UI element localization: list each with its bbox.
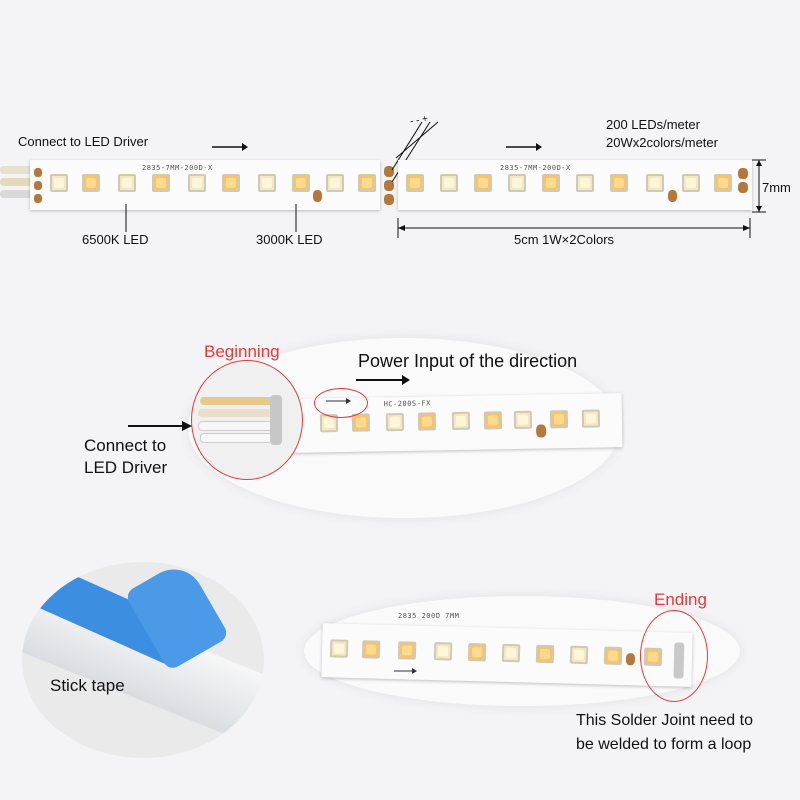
wire [200, 433, 276, 443]
led-3000k [358, 174, 376, 192]
solder-pad [625, 653, 636, 666]
led-6500k [581, 409, 601, 428]
led-3000k [222, 174, 240, 192]
solder-joint [270, 395, 282, 445]
led-6500k [682, 174, 700, 192]
led-3000k-label: 3000K LED [256, 232, 323, 247]
width-label: 7mm [762, 180, 791, 195]
beginning-zoom-circle [191, 360, 303, 480]
led-3000k [467, 642, 487, 662]
power-per-meter-label: 20Wx2colors/meter [606, 135, 718, 150]
led-3000k [361, 640, 381, 659]
led-6500k [385, 412, 405, 432]
led-3000k [603, 646, 623, 666]
led-3000k [610, 174, 628, 192]
led-6500k [569, 645, 589, 665]
led-3000k [351, 413, 371, 432]
wire [198, 421, 276, 431]
led-3000k [397, 641, 417, 660]
led-3000k [483, 411, 503, 430]
led-3000k [292, 174, 310, 192]
solder-pad [738, 182, 748, 193]
led-6500k [451, 411, 471, 431]
solder-pad [668, 190, 677, 202]
segment-label: 5cm 1W×2Colors [514, 232, 615, 247]
led-3000k [474, 174, 492, 192]
led-strip-segment: 2835-7MM-200D-X [30, 160, 380, 210]
wire [0, 166, 34, 174]
led-6500k-label: 6500K LED [82, 232, 149, 247]
led-6500k [440, 174, 458, 192]
strip-print: 2835-7MM-200D-X [500, 164, 571, 172]
direction-arrow-icon [212, 143, 248, 151]
led-3000k [417, 412, 437, 431]
strip-print: HC-200S-FX [383, 399, 431, 409]
led-strip-segment: 2835-7MM-200D-X [398, 160, 752, 210]
connect-arrow-icon [128, 421, 192, 431]
led-6500k [646, 174, 664, 192]
leds-per-meter-label: 200 LEDs/meter [606, 117, 700, 132]
width-dimension-line [752, 159, 766, 213]
led-6500k [50, 174, 68, 192]
led-3000k [542, 174, 560, 192]
led-3000k [406, 174, 424, 192]
connect-label-line2: LED Driver [84, 458, 168, 477]
direction-arrow-icon [394, 668, 417, 674]
stick-tape-photo: Stick tape [22, 562, 264, 758]
ending-zoom-circle [640, 610, 708, 702]
direction-arrow-icon [506, 143, 542, 151]
led-3000k [535, 644, 555, 664]
wire [198, 409, 274, 417]
led-6500k [501, 643, 521, 663]
callout-lines [125, 204, 751, 238]
solder-pad [384, 180, 394, 191]
led-3000k [549, 410, 569, 429]
led-6500k [188, 174, 206, 192]
led-6500k [258, 174, 276, 192]
led-6500k [433, 642, 453, 661]
beginning-label: Beginning [204, 342, 280, 361]
direction-arrow-icon [356, 375, 410, 385]
solder-pad [34, 181, 42, 190]
led-6500k [326, 174, 344, 192]
solder-pad [34, 168, 42, 177]
led-3000k [82, 174, 100, 192]
wire [200, 397, 274, 405]
solder-pad [313, 190, 322, 202]
led-3000k [714, 174, 732, 192]
solder-pad [34, 194, 42, 203]
solder-label-line1: This Solder Joint need to [576, 712, 753, 729]
ending-label: Ending [654, 590, 707, 609]
wire [0, 190, 34, 198]
led-3000k [152, 174, 170, 192]
led-strip-segment [321, 623, 693, 687]
led-6500k [513, 410, 533, 430]
strip-print: 2835-7MM-200D-X [142, 164, 213, 172]
power-direction-label: Power Input of the direction [358, 351, 578, 371]
solder-pad [536, 424, 547, 438]
wire [0, 178, 34, 186]
direction-arrow-icon [326, 398, 351, 404]
solder-pad [384, 194, 394, 205]
strip-print-label: 2835 200D 7MM [398, 612, 460, 620]
led-6500k [329, 639, 349, 658]
stick-tape-label: Stick tape [50, 676, 125, 695]
led-6500k [118, 174, 136, 192]
solder-pad [738, 168, 748, 179]
connect-to-driver-label: Connect to LED Driver [18, 134, 149, 149]
led-6500k [508, 174, 526, 192]
solder-pad [384, 166, 394, 177]
connect-label-line1: Connect to [84, 436, 167, 455]
led-6500k [576, 174, 594, 192]
solder-label-line2: be welded to form a loop [576, 736, 752, 753]
direction-mark-circle [314, 388, 368, 418]
